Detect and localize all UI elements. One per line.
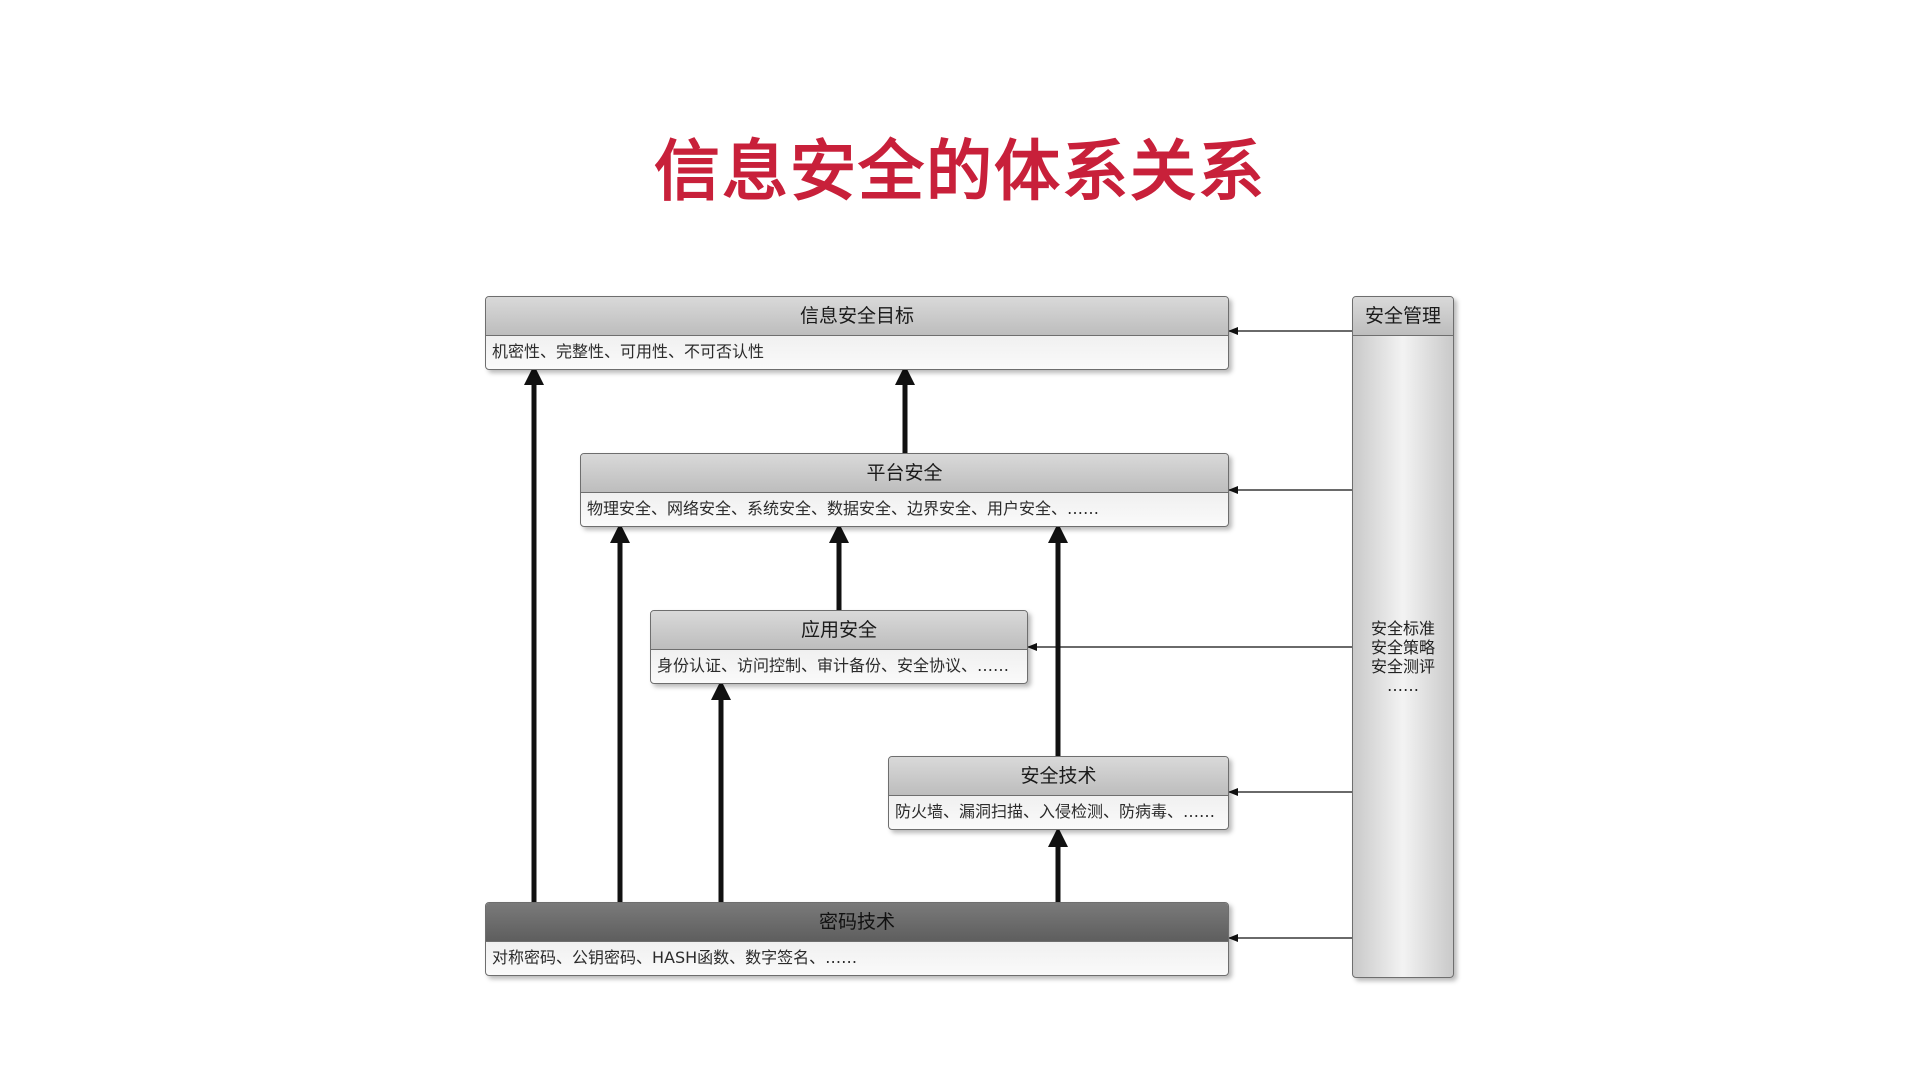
management-item-more: …… [1387,676,1419,695]
technology-box-items: 防火墙、漏洞扫描、入侵检测、防病毒、…… [895,802,1216,821]
management-item-standard: 安全标准 [1370,619,1435,638]
crypto-box-items: 对称密码、公钥密码、HASH函数、数字签名、…… [492,948,858,967]
application-box-items: 身份认证、访问控制、审计备份、安全协议、…… [657,656,1010,675]
platform-box-title: 平台安全 [581,454,1228,493]
crypto-box: 密码技术 对称密码、公钥密码、HASH函数、数字签名、…… [485,902,1229,976]
management-items: 安全标准 安全策略 安全测评 …… [1353,619,1453,695]
goal-box-items: 机密性、完整性、可用性、不可否认性 [492,342,765,361]
management-box: 安全管理 安全标准 安全策略 安全测评 …… [1352,296,1454,978]
crypto-box-title: 密码技术 [486,903,1228,942]
technology-box: 安全技术 防火墙、漏洞扫描、入侵检测、防病毒、…… [888,756,1229,830]
goal-box-title: 信息安全目标 [486,297,1228,336]
application-box: 应用安全 身份认证、访问控制、审计备份、安全协议、…… [650,610,1028,684]
platform-box: 平台安全 物理安全、网络安全、系统安全、数据安全、边界安全、用户安全、…… [580,453,1229,527]
application-box-title: 应用安全 [651,611,1027,650]
goal-box: 信息安全目标 机密性、完整性、可用性、不可否认性 [485,296,1229,370]
page-title: 信息安全的体系关系 [654,133,1266,210]
platform-box-items: 物理安全、网络安全、系统安全、数据安全、边界安全、用户安全、…… [587,499,1100,518]
management-item-policy: 安全策略 [1370,638,1435,657]
management-item-evaluation: 安全测评 [1370,657,1435,676]
management-box-title: 安全管理 [1353,297,1453,336]
technology-box-title: 安全技术 [889,757,1228,796]
